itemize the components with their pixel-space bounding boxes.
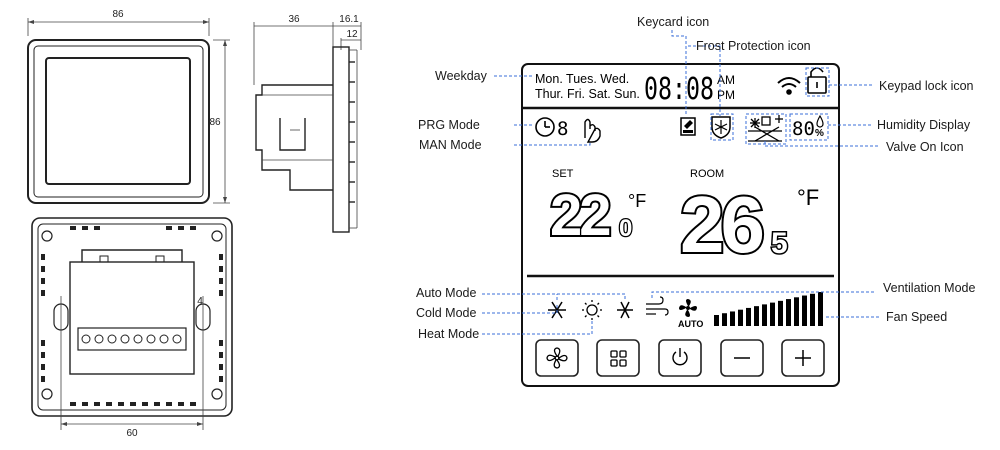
ventilation-mode-icon [646, 296, 669, 316]
fan-auto-label: AUTO [678, 319, 703, 329]
clock-display: 08:08 [644, 72, 714, 107]
room-temperature: 26 [680, 180, 762, 269]
set-unit: °F [628, 191, 646, 211]
pm-indicator: PM [717, 88, 735, 102]
heat-mode-snowflake-icon [617, 301, 633, 319]
fan-speed-bar [794, 297, 799, 326]
prg-clock-icon [535, 117, 555, 137]
room-temperature-decimal: 5 [771, 227, 788, 260]
room-label: ROOM [690, 168, 724, 180]
set-temperature: 22 [550, 183, 609, 248]
fan-button[interactable] [535, 339, 579, 377]
fan-speed-bar [770, 302, 775, 326]
callout-keypad-lock: Keypad lock icon [879, 79, 974, 93]
fan-speed-bar [778, 300, 783, 326]
fan-speed-bar [746, 307, 751, 326]
menu-button[interactable] [596, 339, 640, 377]
humidity-unit: % [815, 128, 824, 139]
menu-grid-icon [610, 350, 627, 367]
plus-button[interactable] [781, 339, 825, 377]
man-mode-hand-icon [584, 118, 601, 143]
am-indicator: AM [717, 73, 735, 87]
callout-humidity: Humidity Display [877, 118, 971, 132]
callout-fan-speed: Fan Speed [886, 310, 947, 324]
weekday-line-1: Mon. Tues. Wed. [535, 72, 629, 86]
fan-speed-bar [818, 292, 823, 326]
side-view-drawing [253, 22, 362, 233]
minus-button[interactable] [720, 339, 764, 377]
fan-speed-bar [810, 293, 815, 326]
set-label: SET [552, 168, 574, 180]
keycard-icon [680, 117, 696, 136]
callout-keycard: Keycard icon [637, 15, 709, 29]
back-view-drawing [31, 217, 233, 430]
set-temperature-decimal: 0 [619, 215, 632, 242]
callout-valve: Valve On Icon [886, 140, 964, 154]
callout-ventilation: Ventilation Mode [883, 281, 975, 295]
side-inner-dim: 12 [346, 29, 358, 40]
program-number: 8 [557, 118, 568, 140]
fan-speed-bars [714, 292, 823, 326]
room-unit: °F [797, 185, 819, 210]
back-small-dim: 4 [197, 296, 203, 307]
fan-speed-bar [730, 311, 735, 326]
cold-mode-sun-icon [582, 300, 602, 320]
callout-prg-mode: PRG Mode [418, 118, 480, 132]
plus-icon [795, 350, 811, 366]
frost-protection-icon [711, 116, 731, 139]
side-total-dim: 16.1 [339, 14, 359, 25]
weekday-line-2: Thur. Fri. Sat. Sun. [535, 87, 640, 101]
back-spacing-dim: 60 [126, 428, 138, 439]
fan-speed-bar [754, 306, 759, 326]
power-icon [672, 348, 688, 366]
humidity-drop-icon [816, 114, 824, 128]
front-width-dim: 86 [112, 9, 124, 20]
power-button[interactable] [658, 339, 702, 377]
fan-icon [546, 347, 568, 369]
front-height-dim: 86 [209, 117, 221, 128]
callout-heat-mode: Heat Mode [418, 327, 479, 341]
callout-man-mode: MAN Mode [419, 138, 482, 152]
front-view-drawing [27, 18, 230, 204]
fan-speed-bar [786, 299, 791, 326]
fan-speed-bar [738, 309, 743, 326]
fan-auto-icon [679, 299, 697, 317]
callout-weekday: Weekday [435, 69, 488, 83]
fan-speed-bar [762, 304, 767, 326]
callout-cold-mode: Cold Mode [416, 306, 476, 320]
fan-speed-bar [802, 295, 807, 326]
fan-speed-bar [714, 315, 719, 326]
side-depth-dim: 36 [288, 14, 300, 25]
wifi-icon [777, 77, 801, 95]
humidity-value: 80 [792, 118, 815, 140]
callout-leaders [482, 30, 880, 335]
callout-auto-mode: Auto Mode [416, 286, 477, 300]
callout-frost: Frost Protection icon [696, 39, 811, 53]
fan-speed-bar [722, 313, 727, 326]
